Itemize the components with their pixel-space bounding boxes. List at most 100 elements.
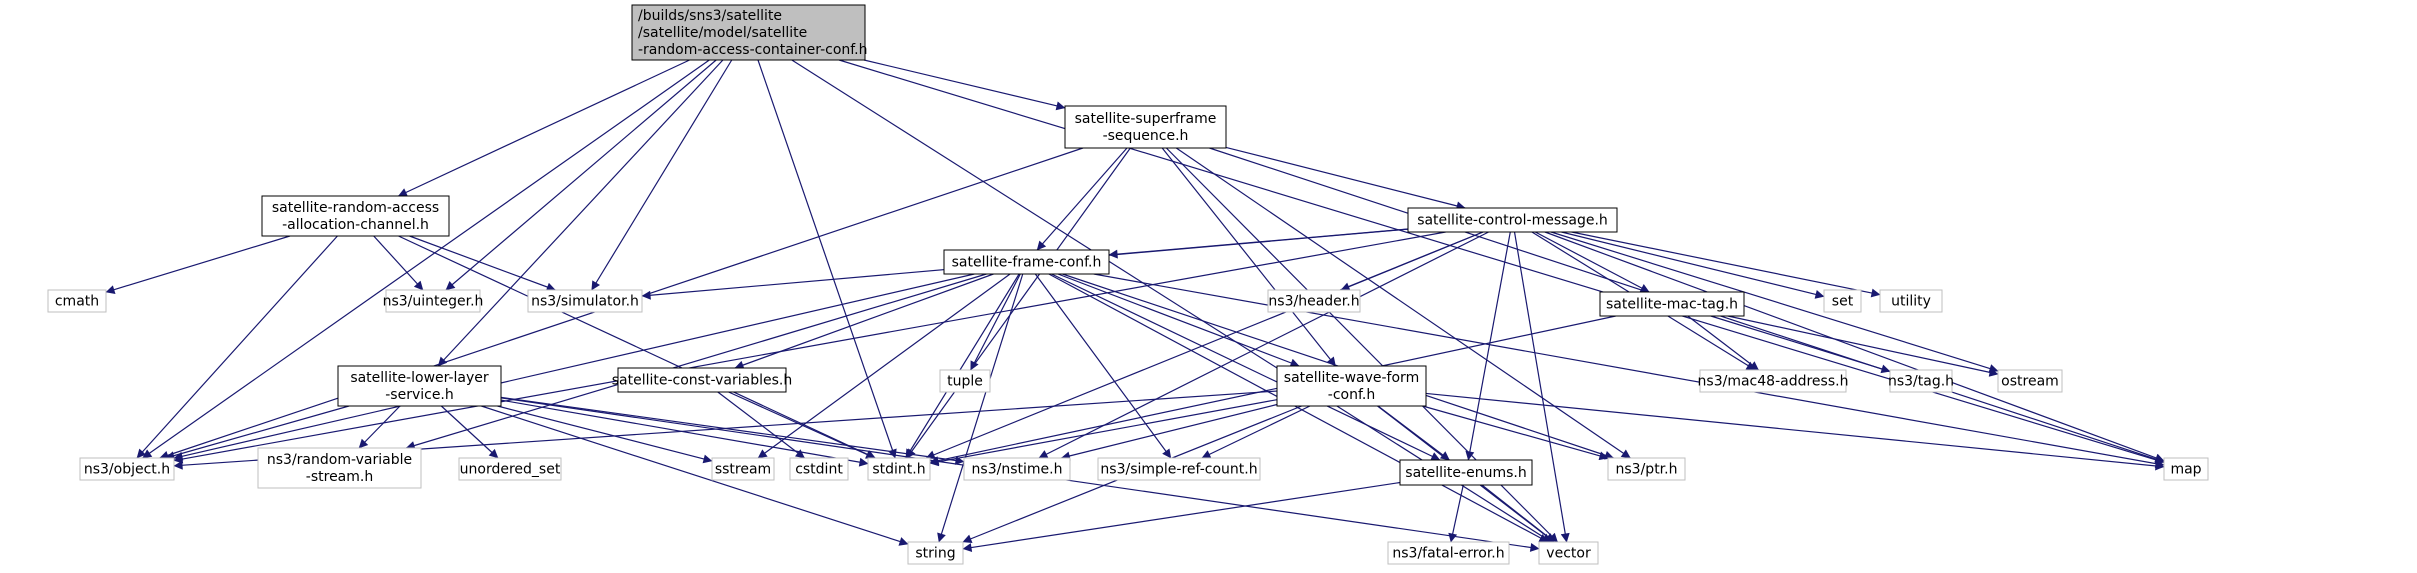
node-label-object-line-0: ns3/object.h: [84, 462, 170, 478]
edge-ctrl-to-frame: [1108, 228, 1409, 259]
node-box-map: [2163, 457, 2209, 481]
node-label-ctrl-line-0: satellite-control-message.h: [1417, 213, 1608, 229]
node-label-cstdint-line-0: cstdint: [795, 462, 843, 478]
node-root[interactable]: /builds/sns3/satellite/satellite/model/s…: [631, 4, 868, 61]
node-vector: vector: [1538, 541, 1599, 565]
node-set: set: [1823, 289, 1862, 313]
node-box-mactag: [1599, 291, 1745, 317]
node-box-unset: [458, 457, 562, 481]
edge-lower-to-rvs: [358, 405, 401, 449]
edge-root-to-stdint: [757, 59, 897, 459]
node-label-sfseq-line-0: satellite-superframe: [1075, 111, 1217, 127]
node-label-raac-line-0: satellite-random-access: [272, 200, 439, 216]
node-label-mac48-line-0: ns3/mac48-address.h: [1698, 374, 1849, 390]
edge-lower-to-stdint: [500, 399, 869, 467]
edge-wave-to-map: [1425, 392, 2165, 471]
node-enums[interactable]: satellite-enums.h: [1399, 459, 1533, 486]
edge-frame-to-vector: [1048, 273, 1549, 543]
node-box-ptr: [1607, 457, 1686, 481]
node-label-util-line-0: utility: [1891, 294, 1931, 310]
edge-root-to-uint: [445, 59, 717, 291]
node-label-fatal-line-0: ns3/fatal-error.h: [1392, 546, 1504, 562]
edge-sfseq-to-ctrl: [1225, 146, 1466, 211]
node-lower[interactable]: satellite-lower-layer-service.h: [337, 365, 502, 407]
node-label-root-line-2: -random-access-container-conf.h: [638, 42, 868, 58]
edge-ctrl-to-vector: [1513, 231, 1570, 543]
edge-mactag-to-ostream: [1727, 315, 1999, 377]
node-box-ctrl: [1407, 207, 1618, 233]
node-frame[interactable]: satellite-frame-conf.h: [943, 249, 1110, 275]
node-box-hdr: [1267, 289, 1361, 313]
edge-lower-to-string: [481, 405, 909, 546]
edge-raac-to-stdint: [398, 235, 876, 459]
node-label-root-line-1: /satellite/model/satellite: [638, 25, 807, 41]
edge-root-to-object: [142, 59, 710, 459]
edge-lower-to-unset: [440, 405, 499, 459]
node-uint: ns3/uinteger.h: [383, 289, 484, 313]
node-box-raac: [261, 195, 450, 237]
edge-constv-to-cstdint: [717, 391, 805, 459]
edge-wave-to-nstime: [1060, 403, 1278, 461]
edge-frame-to-srefc: [1034, 273, 1172, 459]
edge-lower-to-object: [165, 405, 350, 460]
node-label-root-line-0: /builds/sns3/satellite: [638, 8, 782, 24]
node-box-sim: [527, 289, 643, 313]
node-label-srefc-line-0: ns3/simple-ref-count.h: [1100, 462, 1257, 478]
node-sfseq[interactable]: satellite-superframe-sequence.h: [1064, 105, 1227, 149]
node-label-mactag-line-0: satellite-mac-tag.h: [1606, 297, 1738, 313]
node-box-enums: [1399, 459, 1533, 486]
node-label-tuple-line-0: tuple: [947, 374, 983, 390]
node-box-vector: [1538, 541, 1599, 565]
edge-lower-to-nstime: [500, 396, 965, 465]
edge-frame-to-stdint: [905, 273, 1020, 459]
node-label-sstream-line-0: sstream: [715, 462, 771, 478]
node-box-rvs: [257, 447, 422, 489]
edge-frame-to-enums: [1051, 273, 1441, 461]
node-string: string: [907, 541, 964, 565]
edge-frame-to-rvs: [405, 273, 987, 450]
node-label-tag-line-0: ns3/tag.h: [1888, 374, 1954, 390]
node-sim: ns3/simulator.h: [527, 289, 643, 313]
node-label-vector-line-0: vector: [1546, 546, 1591, 562]
edge-ctrl-to-mactag: [1535, 231, 1650, 293]
node-fatal: ns3/fatal-error.h: [1387, 541, 1510, 565]
node-ostream: ostream: [1997, 369, 2063, 393]
node-mactag[interactable]: satellite-mac-tag.h: [1599, 291, 1745, 317]
node-label-stdint-line-0: stdint.h: [872, 462, 925, 478]
node-box-fatal: [1387, 541, 1510, 565]
edge-enums-to-string: [962, 481, 1401, 552]
node-label-nstime-line-0: ns3/nstime.h: [972, 462, 1063, 478]
edge-raac-to-uint: [373, 235, 424, 291]
nodes-layer: /builds/sns3/satellite/satellite/model/s…: [47, 4, 2209, 565]
node-box-mac48: [1699, 369, 1847, 393]
edge-ctrl-to-util: [1571, 231, 1881, 298]
node-ctrl[interactable]: satellite-control-message.h: [1407, 207, 1618, 233]
edge-frame-to-tuple: [970, 273, 1021, 371]
node-box-ostream: [1997, 369, 2063, 393]
node-box-wave: [1276, 365, 1427, 407]
edge-frame-to-wave: [1057, 273, 1300, 368]
edge-root-to-map: [838, 59, 2165, 465]
node-util: utility: [1879, 289, 1943, 313]
edge-sfseq-to-wave: [1161, 147, 1337, 367]
node-raac[interactable]: satellite-random-access-allocation-chann…: [261, 195, 450, 237]
node-mac48: ns3/mac48-address.h: [1698, 369, 1849, 393]
edge-root-to-lower: [437, 59, 724, 367]
node-constv[interactable]: satellite-const-variables.h: [612, 367, 793, 393]
node-srefc: ns3/simple-ref-count.h: [1097, 457, 1261, 481]
node-label-sim-line-0: ns3/simulator.h: [531, 294, 639, 310]
node-box-stdint: [867, 457, 931, 481]
node-box-tag: [1889, 369, 1953, 393]
edge-mactag-to-tag: [1710, 315, 1891, 374]
node-box-sstream: [711, 457, 775, 481]
node-label-set-line-0: set: [1832, 294, 1854, 310]
node-box-nstime: [963, 457, 1071, 481]
node-label-rvs-line-0: ns3/random-variable: [267, 452, 412, 468]
edge-raac-to-object: [136, 235, 338, 459]
edge-lower-to-sstream: [497, 405, 713, 464]
node-wave[interactable]: satellite-wave-form-conf.h: [1276, 365, 1427, 407]
edge-root-to-sim: [591, 59, 733, 291]
node-label-uint-line-0: ns3/uinteger.h: [383, 294, 484, 310]
edge-ctrl-to-stdint: [925, 231, 1484, 459]
